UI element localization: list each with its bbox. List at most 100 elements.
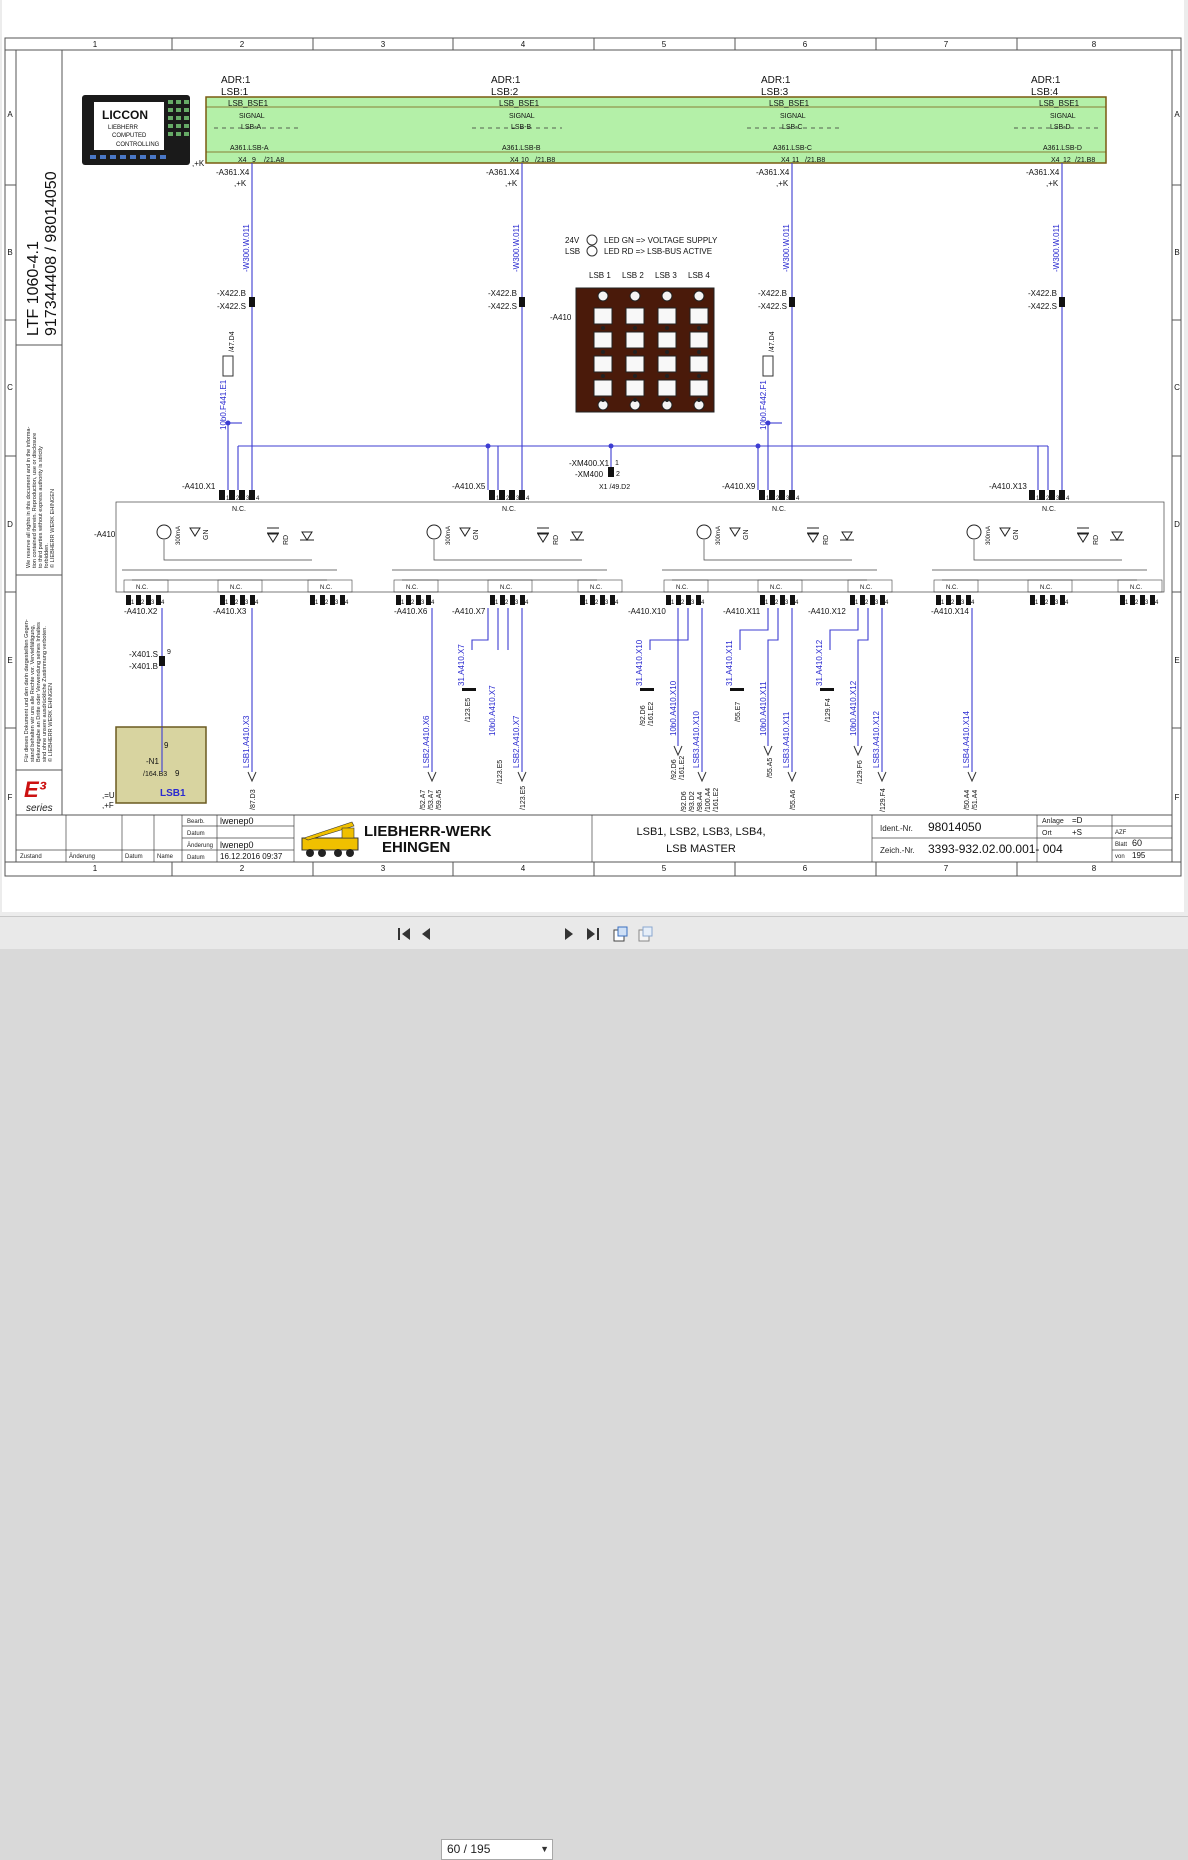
xm400-pin2: 2	[616, 471, 620, 478]
fit-page-icon[interactable]	[636, 925, 654, 943]
pin-label: 1	[495, 600, 499, 606]
w3c-ref: /123.E5	[520, 786, 527, 810]
connector-housing	[1027, 579, 1073, 593]
conn-2: A361.LSB-B	[502, 145, 541, 152]
pin-label: 3	[151, 600, 155, 606]
connector-pin	[1120, 595, 1125, 605]
pin-3: X4	[781, 157, 790, 164]
connector-pin	[666, 595, 671, 605]
pin-label: 1	[1035, 600, 1039, 606]
board-led	[665, 350, 669, 354]
zener-symbol	[570, 531, 584, 541]
bus-module-3: ADR:1 LSB:3 LSB_BSE1 SIGNAL LSB-C A361.L…	[756, 75, 825, 311]
liccon-l1: LIEBHERR	[108, 125, 139, 131]
tb-datum3: Datum	[125, 854, 143, 860]
tb-ident-label: Ident.-Nr.	[880, 824, 913, 833]
notice-en-l1: We reserve all rights in this document a…	[26, 427, 32, 568]
nc-label: N.C.	[860, 585, 872, 591]
signal-1: SIGNAL	[239, 113, 265, 120]
lsb1-u: ,=U	[102, 791, 115, 800]
lamp-current: 300mA	[986, 526, 992, 545]
wire-k-3: ,+K	[776, 179, 789, 188]
w6c: LSB3.A410.X12	[872, 711, 881, 768]
col-5: 5	[662, 40, 667, 49]
x422s-2: -X422.S	[488, 302, 517, 311]
lamp-symbol	[696, 524, 712, 540]
module-name-2: LSB_BSE1	[499, 99, 540, 108]
nc-label: N.C.	[232, 506, 246, 513]
connector-pin	[136, 595, 141, 605]
connector-pin	[396, 595, 401, 605]
conn-x12: -A410.X12	[808, 607, 846, 616]
x422s-4: -X422.S	[1028, 302, 1057, 311]
connector-pin	[1039, 490, 1045, 500]
connector-housing	[217, 579, 263, 593]
connector-pin	[499, 490, 505, 500]
w6b: 10b0.A410.X12	[849, 680, 858, 736]
pin-label: 2	[505, 600, 509, 606]
pin-label: 2	[1135, 600, 1139, 606]
col-1-bottom: 1	[93, 864, 98, 873]
side-title-strip: LTF 1060-4.1 917344408 / 98014050 We res…	[16, 50, 63, 815]
wire-top-2: -A361.X4	[486, 168, 520, 177]
nc-label: N.C.	[230, 585, 242, 591]
last-page-icon[interactable]	[584, 925, 602, 943]
row-F-right: F	[1175, 793, 1180, 802]
pin-label: 2	[595, 600, 599, 606]
sig-id-3: LSB-C	[782, 124, 803, 131]
wire-labels: LSB1.A410.X3 /87.D3 LSB2.A410.X6 /52.A7 …	[242, 639, 979, 812]
pin-label: 1	[671, 600, 675, 606]
x401-s: -X401.S	[129, 650, 158, 659]
page-selector[interactable]: 60 / 195 ▼	[441, 1839, 553, 1860]
x422b-1: -X422.B	[217, 289, 246, 298]
connector-pin	[936, 595, 941, 605]
nc-label: N.C.	[946, 585, 958, 591]
led-rd-label: RD	[1093, 535, 1100, 545]
connector-pin	[676, 595, 681, 605]
tb-company2: EHINGEN	[382, 839, 450, 856]
board-led	[665, 398, 669, 402]
fuse-3: 10b0.F442.F1	[759, 380, 768, 430]
e3-logo: E³	[24, 777, 47, 802]
internal-traces	[932, 540, 1147, 581]
w4b-ref1: /92.D6	[671, 759, 678, 780]
connector-pin	[880, 595, 885, 605]
first-page-icon[interactable]	[395, 925, 413, 943]
page-view-icon[interactable]	[611, 925, 629, 943]
pin-label: 1	[496, 496, 500, 502]
led-gn-symbol	[189, 527, 201, 537]
connector-pin	[239, 490, 245, 500]
connector-pin	[320, 595, 325, 605]
conn-x9: -A410.X9	[722, 482, 756, 491]
connector-pin	[610, 595, 615, 605]
board-led	[697, 398, 701, 402]
led-gn-label: GN	[743, 530, 750, 541]
pin-label: 3	[335, 600, 339, 606]
board-cell	[689, 355, 709, 373]
w4a-ref1: /92.D6	[640, 705, 647, 726]
tb-desc1: LSB1, LSB2, LSB3, LSB4,	[636, 826, 765, 838]
notice-de-l3: Bekanntgabe an Dritte oder Verwendung se…	[36, 622, 42, 762]
tb-datum2: 16.12.2016 09:37	[220, 852, 283, 861]
pin-label: 4	[615, 600, 619, 606]
nc-label: N.C.	[590, 585, 602, 591]
next-page-icon[interactable]	[560, 925, 578, 943]
pin-no-2: 10	[521, 157, 529, 164]
board-cell	[593, 331, 613, 349]
capacitor-symbol	[267, 527, 279, 534]
previous-page-icon[interactable]	[417, 925, 435, 943]
connector-pin	[250, 595, 255, 605]
pin-label: 4	[525, 600, 529, 606]
w4c: LSB3.A410.X10	[692, 711, 701, 768]
pin-label: 4	[885, 600, 889, 606]
col-4-bottom: 4	[521, 864, 526, 873]
tb-azf: AZF	[1115, 830, 1127, 836]
row-D: D	[7, 520, 13, 529]
conn-x7: -A410.X7	[452, 607, 486, 616]
nc-label: N.C.	[406, 585, 418, 591]
pin-label: 1	[131, 600, 135, 606]
pin-label: 1	[855, 600, 859, 606]
led-gn-symbol	[729, 527, 741, 537]
nc-label: N.C.	[1040, 585, 1052, 591]
